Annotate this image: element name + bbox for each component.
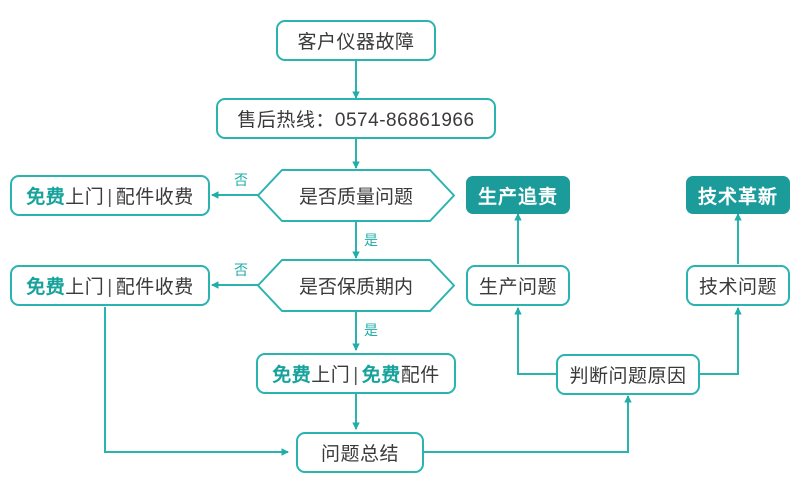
- node-summary-label: 问题总结: [320, 444, 399, 465]
- node-quality-decision-label: 是否质量问题: [298, 187, 413, 208]
- onsite-text: 上门: [65, 277, 105, 298]
- edge-label-quality-no: 否: [232, 172, 250, 188]
- node-diagnose[interactable]: 判断问题原因: [556, 354, 700, 395]
- free-highlight-2: 免费: [361, 365, 401, 386]
- onsite-text: 上门: [311, 365, 351, 386]
- node-free-all[interactable]: 免费上门|免费配件: [256, 353, 456, 394]
- edge-summary-to-diagnose: [424, 395, 632, 453]
- node-start-label: 客户仪器故障: [297, 32, 415, 53]
- edge-diagnose-to-production: [514, 307, 556, 375]
- edge-label-quality-yes: 是: [362, 232, 380, 248]
- parts-fee-text: 配件收费: [115, 187, 194, 208]
- separator: |: [107, 187, 113, 208]
- node-hotline[interactable]: 售后热线：0574-86861966: [216, 98, 496, 139]
- hexagon-shape: [257, 259, 455, 312]
- edge-label-warranty-no: 否: [232, 262, 250, 278]
- node-summary[interactable]: 问题总结: [296, 432, 424, 473]
- node-quality-decision[interactable]: 是否质量问题: [256, 168, 456, 223]
- node-technical-issue-label: 技术问题: [698, 277, 777, 298]
- node-paid-parts-1[interactable]: 免费上门|配件收费: [10, 175, 210, 216]
- onsite-text: 上门: [65, 187, 105, 208]
- node-paid-parts-1-label: 免费上门|配件收费: [26, 182, 193, 209]
- node-production-issue-label: 生产问题: [478, 277, 557, 298]
- edge-diagnose-to-technical: [700, 307, 742, 375]
- node-free-all-label: 免费上门|免费配件: [272, 360, 440, 387]
- node-paid-parts-2-label: 免费上门|配件收费: [26, 272, 193, 299]
- free-highlight-1: 免费: [272, 365, 312, 386]
- edge-paid2-to-summary: [104, 307, 289, 456]
- node-production-accountability-label: 生产追责: [477, 186, 558, 208]
- separator: |: [353, 365, 359, 386]
- node-production-accountability[interactable]: 生产追责: [466, 176, 570, 214]
- parts-text: 配件: [400, 365, 440, 386]
- free-highlight: 免费: [26, 277, 66, 298]
- node-technical-innovation[interactable]: 技术革新: [686, 176, 790, 214]
- hexagon-shape: [257, 169, 455, 222]
- node-technical-issue[interactable]: 技术问题: [686, 265, 790, 306]
- node-hotline-label: 售后热线：0574-86861966: [237, 110, 475, 131]
- node-technical-innovation-label: 技术革新: [697, 186, 778, 208]
- parts-fee-text: 配件收费: [115, 277, 194, 298]
- free-highlight: 免费: [26, 187, 66, 208]
- node-warranty-decision-label: 是否保质期内: [298, 277, 413, 298]
- node-production-issue[interactable]: 生产问题: [466, 265, 570, 306]
- separator: |: [107, 277, 113, 298]
- node-warranty-decision[interactable]: 是否保质期内: [256, 258, 456, 313]
- node-start[interactable]: 客户仪器故障: [276, 20, 436, 61]
- node-paid-parts-2[interactable]: 免费上门|配件收费: [10, 265, 210, 306]
- node-diagnose-label: 判断问题原因: [569, 366, 687, 387]
- edge-label-warranty-yes: 是: [362, 322, 380, 338]
